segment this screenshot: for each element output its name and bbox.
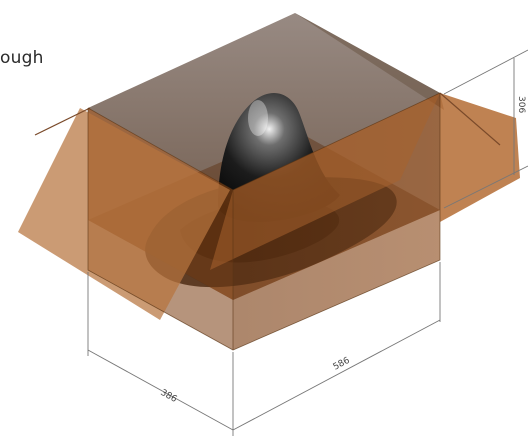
dimension-label-length: 586 bbox=[332, 356, 352, 373]
dimension-label-width: 386 bbox=[159, 388, 179, 405]
left-flap bbox=[18, 108, 230, 320]
box-edges bbox=[87, 92, 441, 351]
product-dome-highlight bbox=[248, 100, 268, 136]
dimension-lines bbox=[87, 49, 528, 436]
back-flap-right-fold bbox=[295, 13, 444, 110]
dimension-label-height: 306 bbox=[516, 96, 526, 113]
caption-text: ough bbox=[0, 48, 44, 68]
front-flap bbox=[210, 93, 440, 270]
right-flap bbox=[440, 93, 520, 222]
right-flap-wire bbox=[439, 92, 501, 146]
left-flap-wire bbox=[34, 107, 91, 136]
